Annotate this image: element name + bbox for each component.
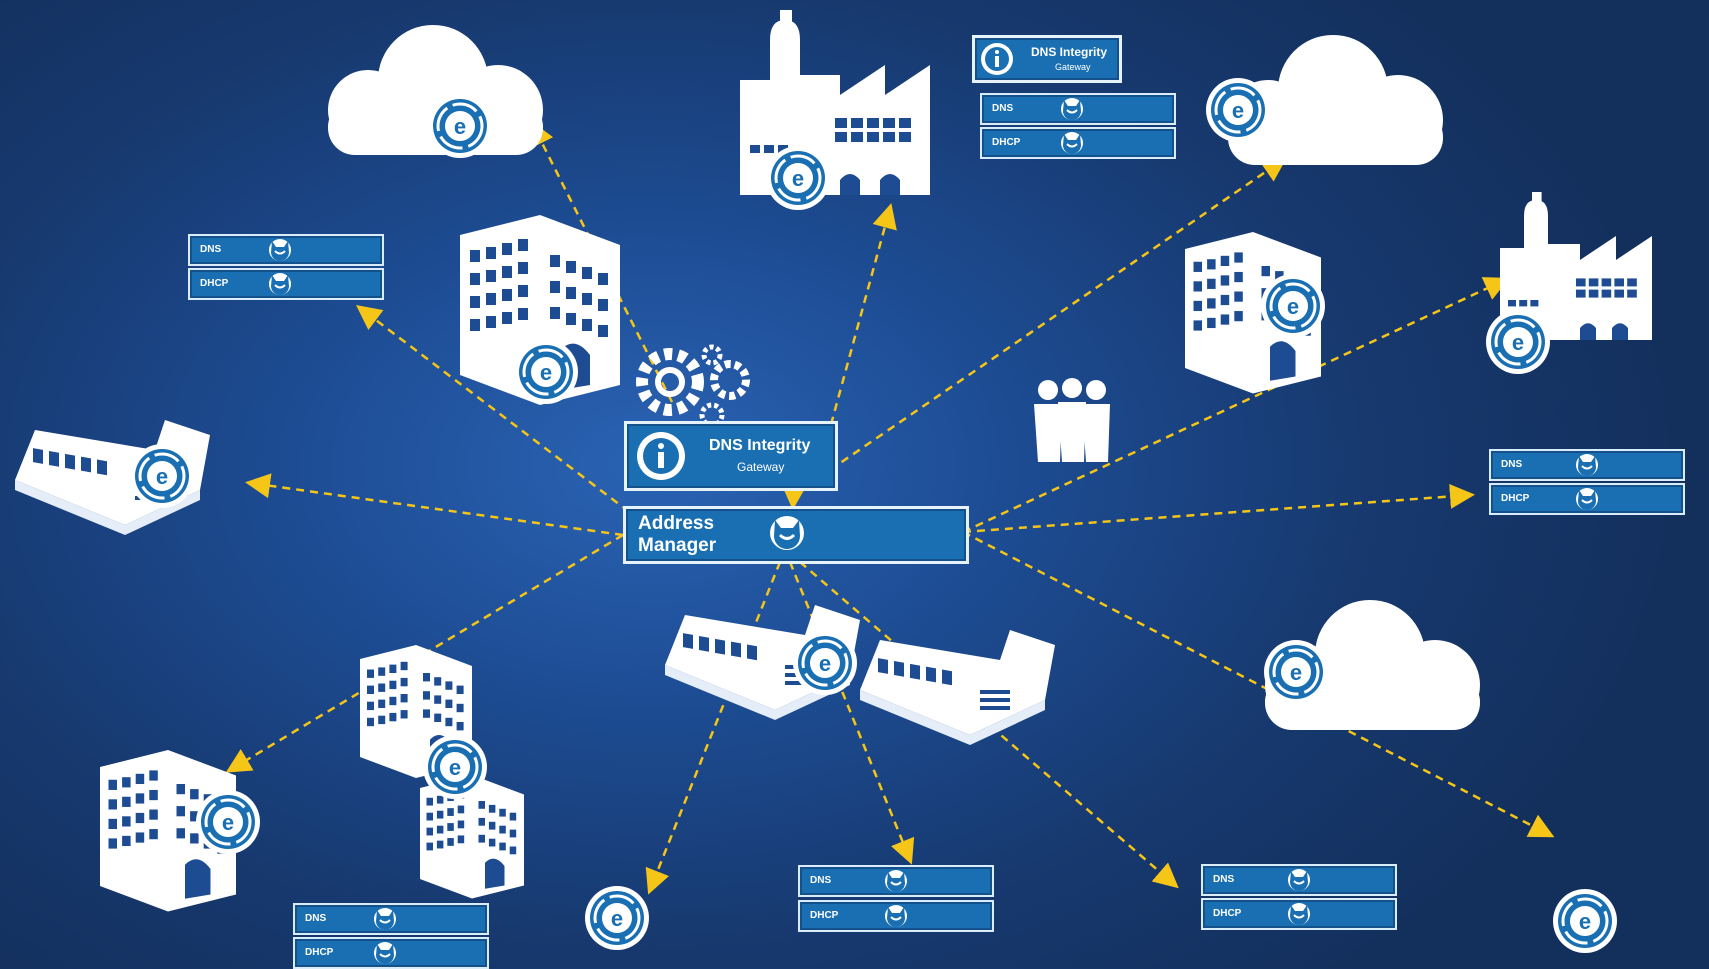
gateway-hub-title: DNS Integrity [709,437,811,454]
edge-badge-icon [791,629,859,697]
people-group-icon [1034,378,1110,462]
bluecat-logo-icon [268,238,292,262]
edge-badge-icon [583,884,651,952]
edge-badge-icon [764,144,832,212]
address-manager-label: Address Manager [638,513,717,556]
edge-badge-icon [1551,887,1619,955]
warehouse-icon [860,630,1055,745]
dns-chip: DNS [798,865,994,897]
bluecat-logo-icon [373,907,397,931]
chip-label: DNS [305,913,327,924]
bluecat-logo-icon [1060,97,1084,121]
gateway-hub-subtitle: Gateway [737,460,785,474]
dns-chip: DNS [1201,864,1397,896]
bluecat-logo-icon [1575,487,1599,511]
dns-chip: DNS [980,93,1176,125]
bluecat-logo-icon [373,941,397,965]
info-icon [981,43,1013,75]
bluecat-logo-icon [1575,453,1599,477]
chip-label: DHCP [305,947,334,958]
chip-label: DHCP [992,137,1021,148]
chip-label: DHCP [1213,908,1242,919]
dns-chip: DNS [1489,449,1685,481]
dns-chip: DNS [293,903,489,935]
gateway-top-title: DNS Integrity [1031,45,1108,59]
dhcp-chip: DHCP [798,900,994,932]
edge-badge-icon [421,733,489,801]
edge-badge-icon [128,442,196,510]
dhcp-chip: DHCP [1201,898,1397,930]
bluecat-logo-icon [884,904,908,928]
chip-label: DNS [810,875,832,886]
bluecat-logo-icon [1060,131,1084,155]
bluecat-logo-icon [1287,902,1311,926]
gateway-hub: DNS Integrity Gateway [624,421,838,491]
bluecat-logo-icon [884,869,908,893]
chip-label: DHCP [810,910,839,921]
edge-badge-icon [1259,272,1327,340]
chip-label: DNS [200,244,222,255]
gateway-top: DNS Integrity Gateway [972,35,1122,83]
address-manager-box: Address Manager [623,506,969,564]
dhcp-chip: DHCP [980,127,1176,159]
chip-label: DNS [1501,459,1523,470]
edge-badge-icon [512,338,580,406]
dhcp-chip: DHCP [1489,483,1685,515]
edge-badge-icon [1204,76,1272,144]
gears-icon [636,344,750,428]
edge-badge-icon [1484,308,1552,376]
edge-badge-icon [194,788,262,856]
dhcp-chip: DHCP [293,937,489,969]
chip-label: DHCP [200,278,229,289]
chip-label: DNS [1213,874,1235,885]
edge-badge-icon [426,92,494,160]
chip-label: DNS [992,103,1014,114]
dhcp-chip: DHCP [188,268,384,300]
edge-badge-icon [1262,638,1330,706]
bluecat-logo-icon [1287,868,1311,892]
info-icon [637,432,685,480]
chip-label: DHCP [1501,493,1530,504]
bluecat-logo-icon [768,514,806,552]
connection-arrows [225,120,1555,895]
bluecat-logo-icon [268,272,292,296]
dns-chip: DNS [188,234,384,266]
gateway-top-subtitle: Gateway [1055,62,1091,72]
